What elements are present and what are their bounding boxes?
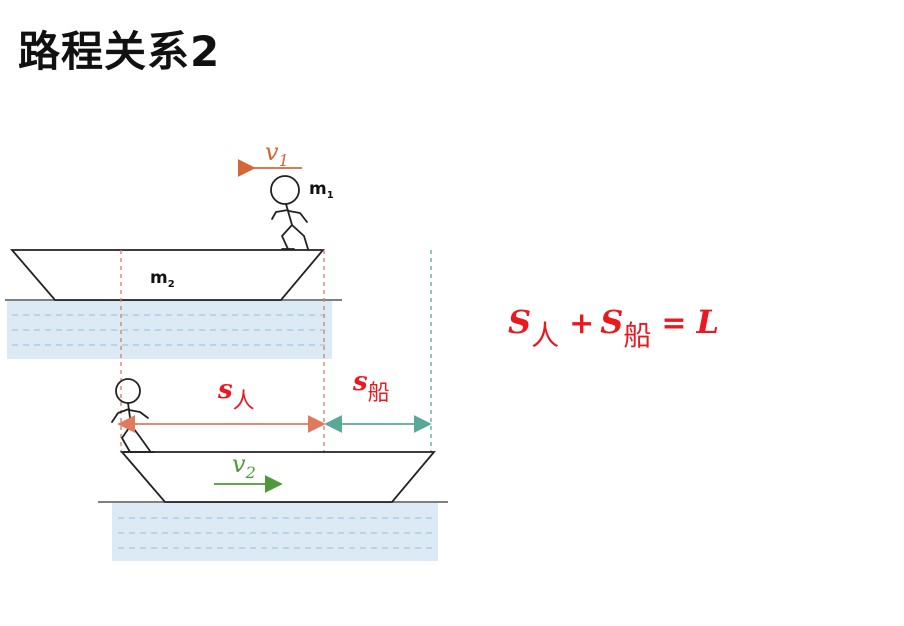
bottom-water [112, 503, 438, 561]
top-boat-hull [10, 249, 325, 301]
v2-label: v2 [232, 450, 256, 482]
top-person-figure [270, 175, 309, 250]
m1-label: m1 [309, 179, 334, 201]
m2-label: m2 [150, 268, 175, 290]
bottom-person-figure [111, 378, 155, 453]
top-water [7, 301, 332, 359]
equation: S人+S船=L [508, 303, 719, 352]
s-person-label: s人 [217, 375, 255, 414]
bottom-boat-hull [120, 451, 436, 503]
s-boat-label: s船 [352, 367, 390, 406]
v1-label: v1 [265, 138, 289, 170]
page-title: 路程关系2 [18, 27, 221, 76]
